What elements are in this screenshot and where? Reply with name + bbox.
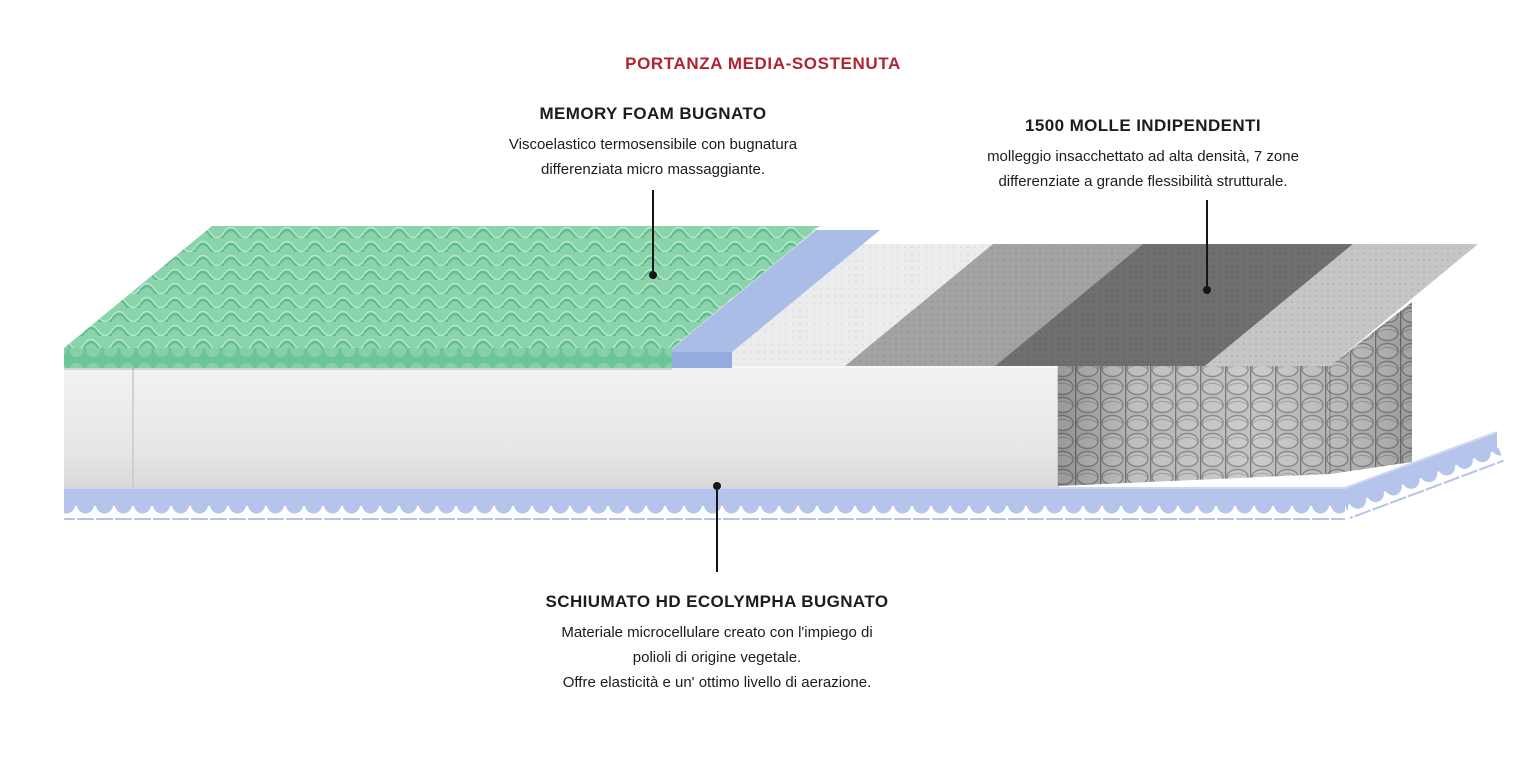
page-title: PORTANZA MEDIA-SOSTENUTA <box>625 54 901 73</box>
base-scalloped-edge <box>64 505 1345 520</box>
leader-lines <box>649 190 1211 572</box>
callout-foam-base: SCHIUMATO HD ECOLYMPHA BUGNATO Materiale… <box>546 592 889 695</box>
base-foam-layer <box>64 431 1504 520</box>
pocket-springs-layer <box>1058 302 1412 486</box>
memory-foam-layer <box>64 226 820 370</box>
memory-foam-description-line2: differenziata micro massaggiante. <box>540 161 766 178</box>
foam-base-description-line1: Materiale microcellulare creato con l'im… <box>561 624 873 641</box>
base-right-face <box>1345 432 1497 506</box>
memory-foam-heading: MEMORY FOAM BUGNATO <box>539 104 767 123</box>
springs-leader-dot <box>1203 286 1211 294</box>
foam-base-description-line3: Offre elasticità e un' ottimo livello di… <box>562 674 872 691</box>
callout-springs: 1500 MOLLE INDIPENDENTI molleggio insacc… <box>987 116 1299 194</box>
mid-layer-top <box>668 230 880 352</box>
hd-foam-core-layer <box>64 366 1059 488</box>
spring-zone-texture <box>845 244 1478 366</box>
foam-base-leader-dot <box>713 482 721 490</box>
core-front-face <box>64 366 1058 488</box>
memory-foam-description-line1: Viscoelastico termosensibile con bugnatu… <box>508 136 798 153</box>
base-front-face <box>64 488 1345 506</box>
springs-shading <box>1058 302 1412 486</box>
callout-memory-foam: MEMORY FOAM BUGNATO Viscoelastico termos… <box>509 104 797 182</box>
foam-base-description-line2: polioli di origine vegetale. <box>632 649 802 666</box>
memory-foam-leader-dot <box>649 271 657 279</box>
memory-foam-front-face <box>64 348 672 368</box>
mid-layer-front-face <box>668 352 732 368</box>
memory-foam-top <box>64 226 820 348</box>
foam-base-heading: SCHIUMATO HD ECOLYMPHA BUGNATO <box>545 592 889 611</box>
mid-blue-layer <box>668 230 880 368</box>
springs-description-line2: differenziate a grande flessibilità stru… <box>998 173 1288 190</box>
base-scalloped-edge-right <box>1345 447 1504 520</box>
springs-heading: 1500 MOLLE INDIPENDENTI <box>1025 116 1261 135</box>
springs-description-line1: molleggio insacchettato ad alta densità,… <box>987 148 1299 165</box>
